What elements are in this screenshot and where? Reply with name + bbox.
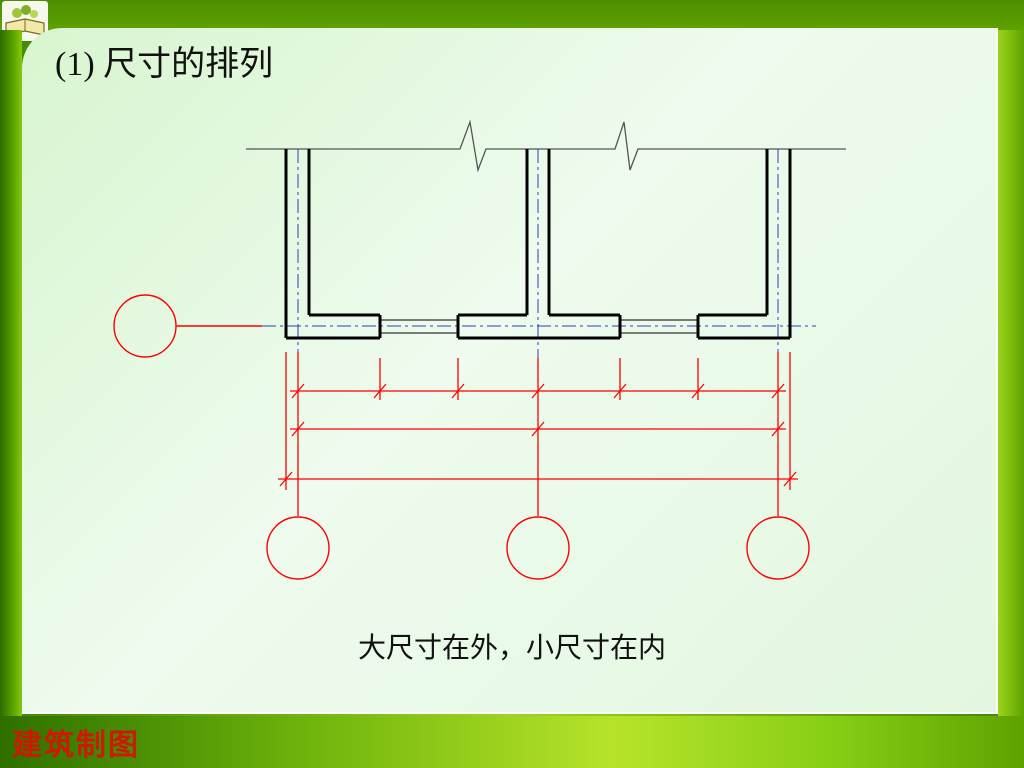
right-frame-band <box>998 30 1024 720</box>
book-logo-icon <box>2 1 48 41</box>
page-title: (1) 尺寸的排列 <box>55 46 274 83</box>
axis-lines <box>262 149 816 362</box>
left-frame-band <box>0 30 22 720</box>
axis-bubbles <box>113 294 810 580</box>
bottom-bar <box>0 716 1024 768</box>
dimension-lines <box>278 352 798 516</box>
wall-outline <box>284 149 792 340</box>
top-bar <box>0 0 1024 30</box>
content-panel <box>22 28 998 714</box>
footer-label: 建筑制图 <box>12 728 140 763</box>
caption: 大尺寸在外，小尺寸在内 <box>357 633 666 664</box>
window-openings <box>380 319 698 334</box>
break-line <box>246 119 846 173</box>
